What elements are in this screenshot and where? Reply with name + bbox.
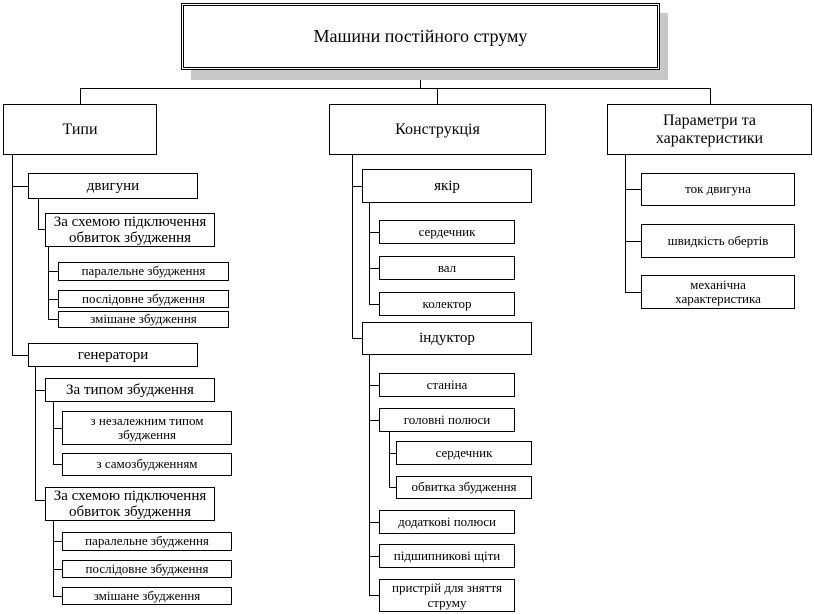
construction-node: Конструкція — [329, 104, 546, 155]
motors-node: двигуни — [28, 173, 198, 199]
types-node: Типи — [3, 104, 157, 155]
inductor-bearing-shields: підшипникові щіти — [379, 544, 515, 568]
generators-by-type-node: За типом збудження — [45, 378, 215, 402]
motors-scheme-item: послідовне збудження — [58, 290, 229, 308]
inductor-current-device: пристрій для зняття струму — [379, 579, 515, 612]
generators-scheme-item: паралельне збудження — [62, 532, 232, 551]
armature-node: якір — [362, 169, 532, 203]
main-poles-item: обвитка збудження — [396, 476, 532, 499]
generators-scheme-item: послідовне збудження — [62, 560, 232, 578]
armature-item: сердечник — [379, 220, 515, 244]
parameter-item: швидкість обертів — [641, 224, 795, 258]
motors-scheme-node: За схемою підключення обвиток збудження — [45, 213, 215, 247]
root-node: Машини постійного струму — [181, 3, 660, 70]
armature-item: вал — [379, 256, 515, 280]
generators-scheme-node: За схемою підключення обвиток збудження — [45, 487, 215, 521]
generators-scheme-item: змішане збудження — [62, 587, 232, 605]
main-poles-item: сердечник — [396, 441, 532, 465]
generators-node: генератори — [28, 343, 198, 367]
generators-by-type-item: з незалежним типом збудження — [62, 411, 232, 445]
inductor-frame: станіна — [379, 373, 515, 397]
motors-scheme-item: змішане збудження — [58, 311, 229, 328]
inductor-main-poles: головні полюси — [379, 408, 515, 432]
parameters-node: Параметри та характеристики — [607, 104, 812, 155]
armature-item: колектор — [379, 292, 515, 316]
inductor-aux-poles: додаткові полюси — [379, 510, 515, 534]
parameter-item: механічна характеристика — [641, 275, 795, 309]
inductor-node: індуктор — [362, 322, 532, 355]
motors-scheme-item: паралельне збудження — [58, 262, 229, 281]
parameter-item: ток двигуна — [641, 173, 795, 206]
generators-by-type-item: з самозбудженням — [62, 453, 232, 476]
